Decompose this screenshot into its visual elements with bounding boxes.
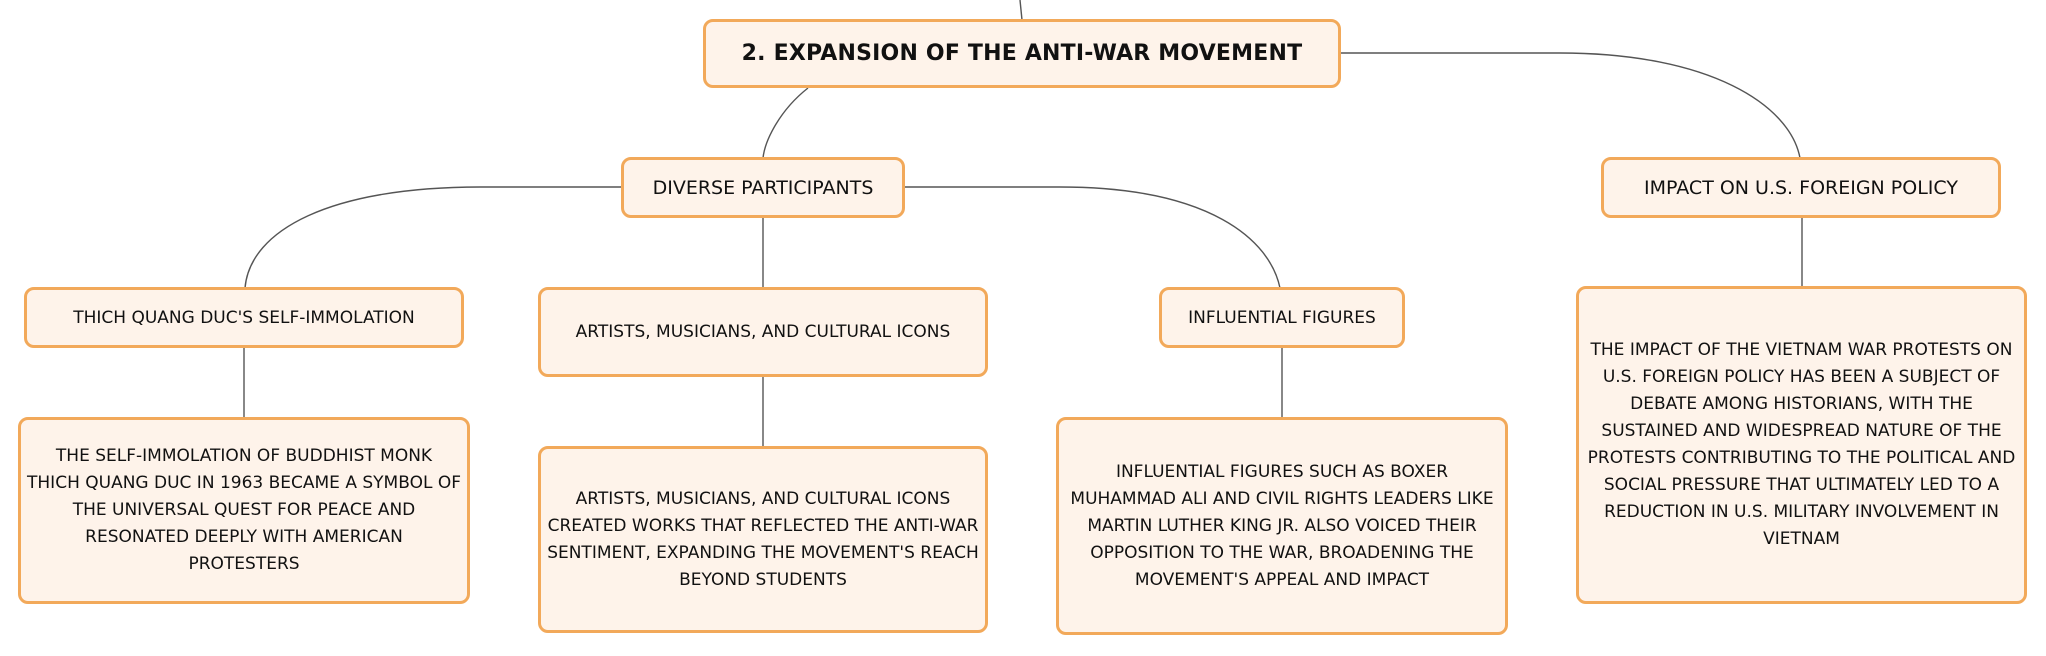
- detail-node-text: The impact of the Vietnam War protests o…: [1587, 340, 2016, 549]
- connector-root-to-foreign-policy: [1340, 52, 1801, 159]
- connector-diverse-to-influential: [905, 186, 1281, 289]
- root-node[interactable]: 2. Expansion of the Anti-War Movement: [703, 19, 1341, 88]
- detail-node-text: Artists, musicians, and cultural icons c…: [547, 488, 979, 590]
- connector-root-to-diverse-participants: [762, 87, 809, 159]
- root-node-label: 2. Expansion of the Anti-War Movement: [741, 41, 1303, 66]
- detail-node-text: The self-immolation of Buddhist monk Thi…: [27, 446, 461, 574]
- connector-parent-to-root: [1019, 0, 1023, 21]
- topic-node-label: Influential Figures: [1188, 307, 1376, 328]
- detail-node-artists-musicians[interactable]: Artists, musicians, and cultural icons c…: [538, 446, 988, 633]
- branch-node-label: Diverse Participants: [652, 176, 874, 199]
- branch-node-impact-on-foreign-policy[interactable]: Impact on U.S. Foreign Policy: [1601, 157, 2001, 218]
- connector-diverse-to-thich-quang-duc: [244, 186, 622, 289]
- topic-node-artists-musicians[interactable]: Artists, Musicians, and Cultural Icons: [538, 287, 988, 377]
- detail-node-text: Influential figures such as boxer Muhamm…: [1070, 461, 1494, 590]
- topic-node-label: Artists, Musicians, and Cultural Icons: [575, 322, 951, 342]
- topic-node-thich-quang-duc[interactable]: Thich Quang Duc's Self-Immolation: [24, 287, 464, 348]
- detail-node-foreign-policy[interactable]: The impact of the Vietnam War protests o…: [1576, 286, 2027, 604]
- branch-node-label: Impact on U.S. Foreign Policy: [1644, 176, 1958, 199]
- topic-node-influential-figures[interactable]: Influential Figures: [1159, 287, 1405, 348]
- topic-node-label: Thich Quang Duc's Self-Immolation: [73, 307, 415, 328]
- detail-node-influential-figures[interactable]: Influential figures such as boxer Muhamm…: [1056, 417, 1508, 635]
- detail-node-thich-quang-duc[interactable]: The self-immolation of Buddhist monk Thi…: [18, 417, 470, 604]
- branch-node-diverse-participants[interactable]: Diverse Participants: [621, 157, 905, 218]
